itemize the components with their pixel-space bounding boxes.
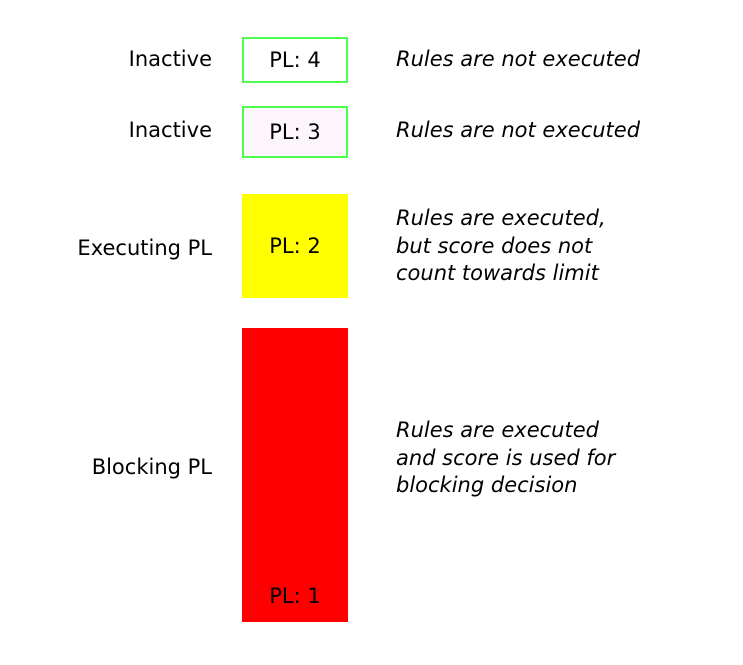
description-line: blocking decision — [396, 473, 578, 498]
diagram-row-pl4: Inactive PL: 4 Rules are not executed — [0, 0, 743, 106]
description-pl3: Rules are not executed — [396, 117, 726, 145]
description-line: Rules are executed, — [396, 206, 606, 230]
pl-block-label-pl2: PL: 2 — [269, 233, 321, 258]
description-pl4: Rules are not executed — [396, 46, 726, 74]
state-label-pl1: Blocking PL — [91, 455, 212, 479]
description-line: but score does not — [396, 233, 593, 258]
description-line: Rules are not executed — [396, 118, 641, 142]
state-label-pl4: Inactive — [128, 47, 212, 71]
description-line: and score is used for — [396, 445, 616, 470]
description-pl2: Rules are executed, but score does not c… — [396, 205, 726, 288]
state-label-pl2: Executing PL — [77, 236, 212, 260]
description-line: Rules are executed — [396, 418, 599, 442]
pl-block-pl4: PL: 4 — [242, 37, 348, 83]
pl-block-pl3: PL: 3 — [242, 106, 348, 158]
pl-block-pl1: PL: 1 — [242, 328, 348, 622]
description-line: Rules are not executed — [396, 47, 641, 71]
pl-block-label-pl4: PL: 4 — [269, 47, 321, 72]
pl-block-label-pl3: PL: 3 — [269, 119, 321, 144]
pl-block-label-pl1: PL: 1 — [269, 583, 321, 608]
state-label-pl3: Inactive — [128, 118, 212, 142]
description-pl1: Rules are executed and score is used for… — [396, 417, 726, 500]
pl-block-pl2: PL: 2 — [242, 194, 348, 298]
description-line: count towards limit — [396, 261, 599, 286]
